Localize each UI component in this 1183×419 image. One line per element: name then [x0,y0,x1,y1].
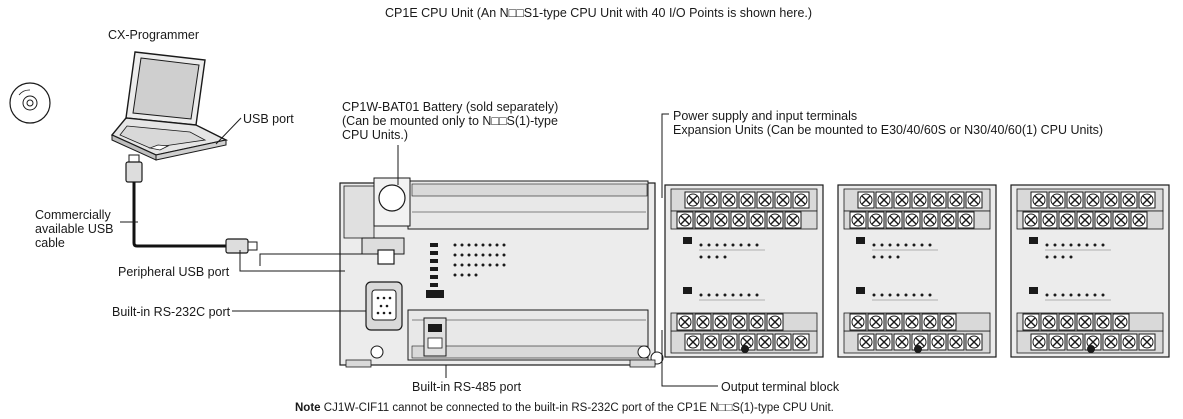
note-text: CJ1W-CIF11 cannot be connected to the bu… [320,402,834,414]
usb-cable [125,154,258,254]
cpu-unit [339,177,664,368]
usb-cable-label-line2: available USB [35,222,114,236]
leader-lines [232,113,718,387]
note-prefix: Note [295,402,321,414]
expansion-unit-3 [1011,185,1169,357]
expansion-unit-1 [665,185,823,357]
battery-label-line2: (Can be mounted only to N□□S(1)-type [342,114,558,128]
usb-port-label: USB port [243,112,294,126]
expansion-unit-2 [838,185,996,357]
rs485-label: Built-in RS-485 port [412,380,522,394]
expansion-units-label: Expansion Units (Can be mounted to E30/4… [673,123,1104,137]
cpu-unit-caption: CP1E CPU Unit (An N□□S1-type CPU Unit wi… [385,6,813,20]
usb-cable-label-line1: Commercially [35,208,111,222]
cd-icon [9,82,51,124]
laptop-icon [110,51,229,161]
rs232c-label: Built-in RS-232C port [112,305,231,319]
battery-label-line1: CP1W-BAT01 Battery (sold separately) [342,100,559,114]
footnote: Note CJ1W-CIF11 cannot be connected to t… [295,402,834,414]
output-terminal-label: Output terminal block [721,380,840,394]
peripheral-usb-label: Peripheral USB port [118,265,230,279]
cx-programmer-label: CX-Programmer [108,28,199,42]
battery-label-line3: CPU Units.) [342,128,408,142]
usb-cable-label-line3: cable [35,236,65,250]
usb-port-leader [215,117,242,145]
power-supply-label: Power supply and input terminals [673,109,858,123]
